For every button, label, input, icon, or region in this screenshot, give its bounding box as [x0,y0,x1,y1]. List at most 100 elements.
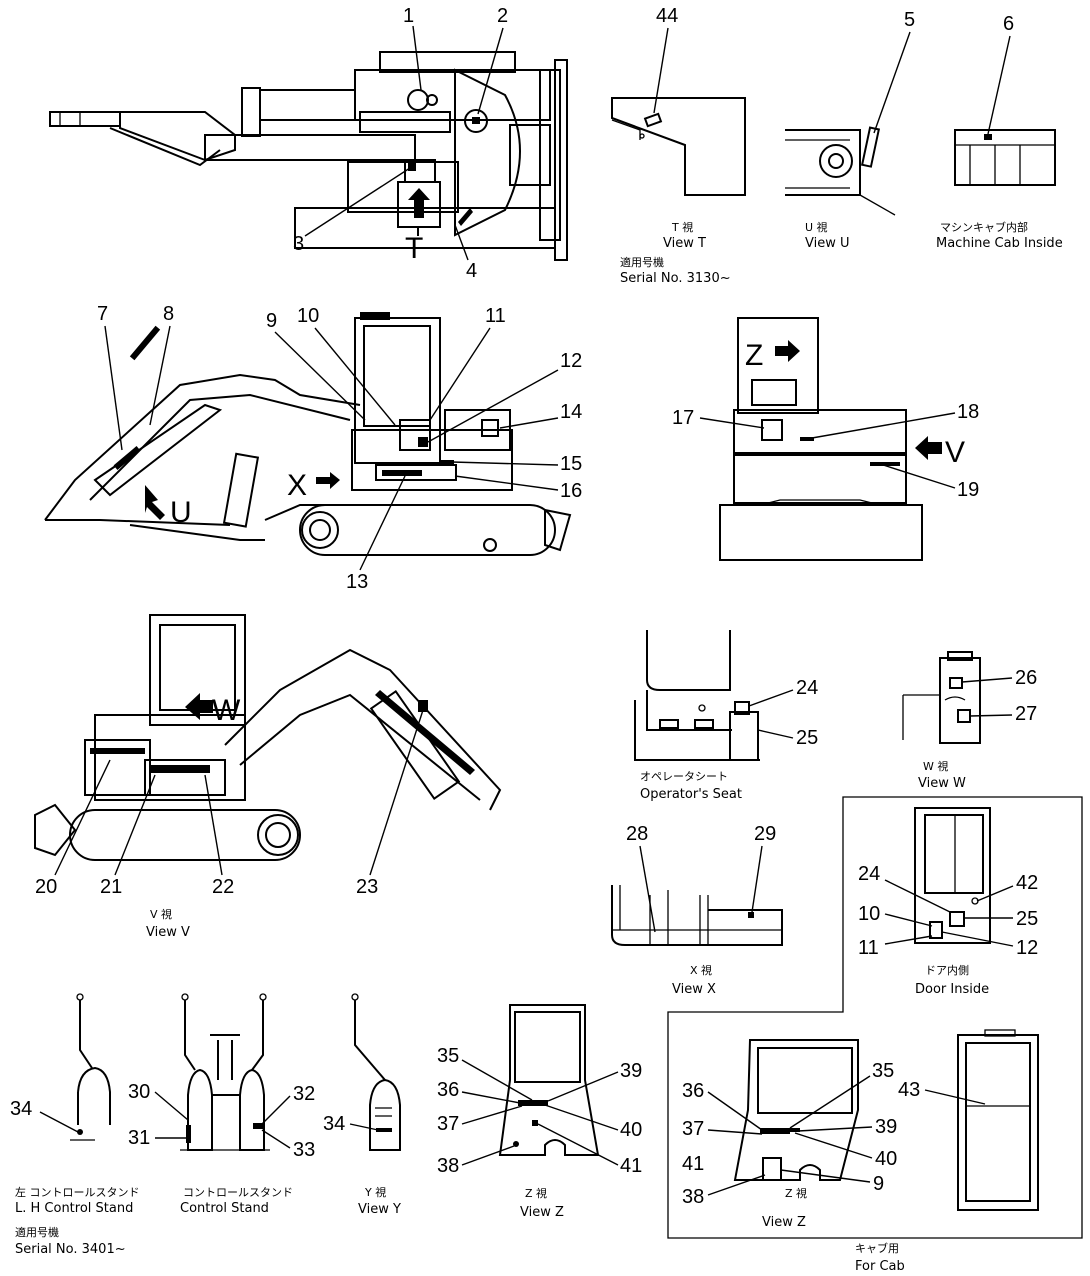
callout-36-z: 36 [437,1079,459,1101]
stand-serial: Serial No. 3401~ [15,1242,126,1257]
callout-29: 29 [754,823,776,845]
callout-22: 22 [212,876,234,898]
operator-seat-caption-jp: オペレータシート [640,770,728,783]
callout-2: 2 [497,5,508,27]
for-cab-caption-jp: キャブ用 [855,1241,899,1255]
callout-37-cab: 37 [682,1118,704,1140]
callout-40-cab: 40 [875,1148,897,1170]
callout-10: 10 [297,305,319,327]
view-w-caption: View W [918,776,966,791]
callout-44: 44 [656,5,678,27]
callout-18: 18 [957,401,979,423]
view-v-caption-jp: V 視 [150,907,172,921]
callout-30: 30 [128,1081,150,1103]
callout-9: 9 [266,310,277,332]
callout-35-z: 35 [437,1045,459,1067]
callout-6: 6 [1003,13,1014,35]
callout-42: 42 [1016,872,1038,894]
view-z-cab-detail [733,1039,859,1181]
callout-20: 20 [35,876,57,898]
callout-34-y: 34 [323,1113,345,1135]
callout-41-cab: 41 [682,1153,704,1175]
callout-4: 4 [466,260,477,282]
callout-38-cab: 38 [682,1186,704,1208]
view-w-detail [902,651,981,744]
callout-24-seat: 24 [796,677,818,699]
callout-40-z: 40 [620,1119,642,1141]
callout-23: 23 [356,876,378,898]
view-x-arrow-letter: X [287,469,307,502]
callout-5: 5 [904,9,915,31]
callout-39-z: 39 [620,1060,642,1082]
callout-13: 13 [346,571,368,593]
cab-door-detail [957,1029,1039,1211]
callout-21: 21 [100,876,122,898]
callout-36-cab: 36 [682,1080,704,1102]
view-y-caption: View Y [358,1202,401,1217]
callout-35-cab: 35 [872,1060,894,1082]
control-stand [180,993,270,1151]
view-z-canopy-detail [498,1004,600,1156]
callout-38-z: 38 [437,1155,459,1177]
machine-cab-caption: Machine Cab Inside [936,236,1063,251]
callout-1: 1 [403,5,414,27]
view-v-caption: View V [146,925,190,940]
machine-cab-inside-detail [954,129,1056,186]
lh-control-stand [70,993,111,1141]
callout-14: 14 [560,401,582,423]
stand-caption-jp: コントロールスタンド [183,1186,293,1199]
callout-15: 15 [560,453,582,475]
view-u-caption: View U [805,236,850,251]
view-w-caption-jp: W 視 [923,759,948,773]
callout-27: 27 [1015,703,1037,725]
view-t-caption-jp: T 視 [671,220,693,234]
callout-19: 19 [957,479,979,501]
callout-11-door: 11 [858,937,879,959]
callout-32: 32 [293,1083,315,1105]
callout-24-door: 24 [858,863,880,885]
view-z-caption-jp: Z 視 [525,1186,547,1200]
stand-caption: Control Stand [180,1201,269,1216]
callout-17: 17 [672,407,694,429]
view-x-caption-jp: X 視 [690,963,712,977]
view-w-arrow-letter: W [212,694,241,727]
view-z-arrow-letter-rear: Z [745,339,763,372]
callout-25-seat: 25 [796,727,818,749]
view-z-cab-caption-jp: Z 視 [785,1186,807,1200]
door-inside-detail [914,807,991,944]
callout-7: 7 [97,303,108,325]
callout-41-z: 41 [620,1155,642,1177]
view-t-detail [611,97,746,196]
callout-43: 43 [898,1079,920,1101]
operators-seat-detail [634,630,760,761]
view-t-caption: View T [663,236,706,251]
lh-stand-caption-jp: 左 コントロールスタンド [15,1186,140,1199]
callout-9-cab: 9 [873,1173,884,1195]
view-t-serial: Serial No. 3130~ [620,271,731,286]
door-inside-caption: Door Inside [915,982,989,997]
view-y-caption-jp: Y 視 [364,1185,386,1199]
view-y-detail [351,993,401,1151]
for-cab-caption: For Cab [855,1259,905,1274]
view-t-serial-jp: 適用号機 [620,255,664,269]
view-u-arrow-letter: U [170,496,192,529]
view-x-caption: View X [672,982,716,997]
stand-serial-jp: 適用号機 [15,1225,59,1239]
callout-11: 11 [485,305,506,327]
excavator-view-v [34,614,502,861]
view-u-detail [785,126,896,216]
callout-25-door: 25 [1016,908,1038,930]
machine-cab-caption-jp: マシンキャブ内部 [940,220,1028,234]
view-x-detail [611,885,783,946]
view-z-caption: View Z [520,1205,564,1220]
callout-3: 3 [293,233,304,255]
door-inside-caption-jp: ドア内側 [925,963,969,977]
callout-10-door: 10 [858,903,880,925]
excavator-top-view [49,51,568,261]
callout-16: 16 [560,480,582,502]
callout-8: 8 [163,303,174,325]
for-cab-frame [667,796,1083,1239]
view-v-arrow-letter: V [945,436,965,469]
lh-stand-caption: L. H Control Stand [15,1201,133,1216]
